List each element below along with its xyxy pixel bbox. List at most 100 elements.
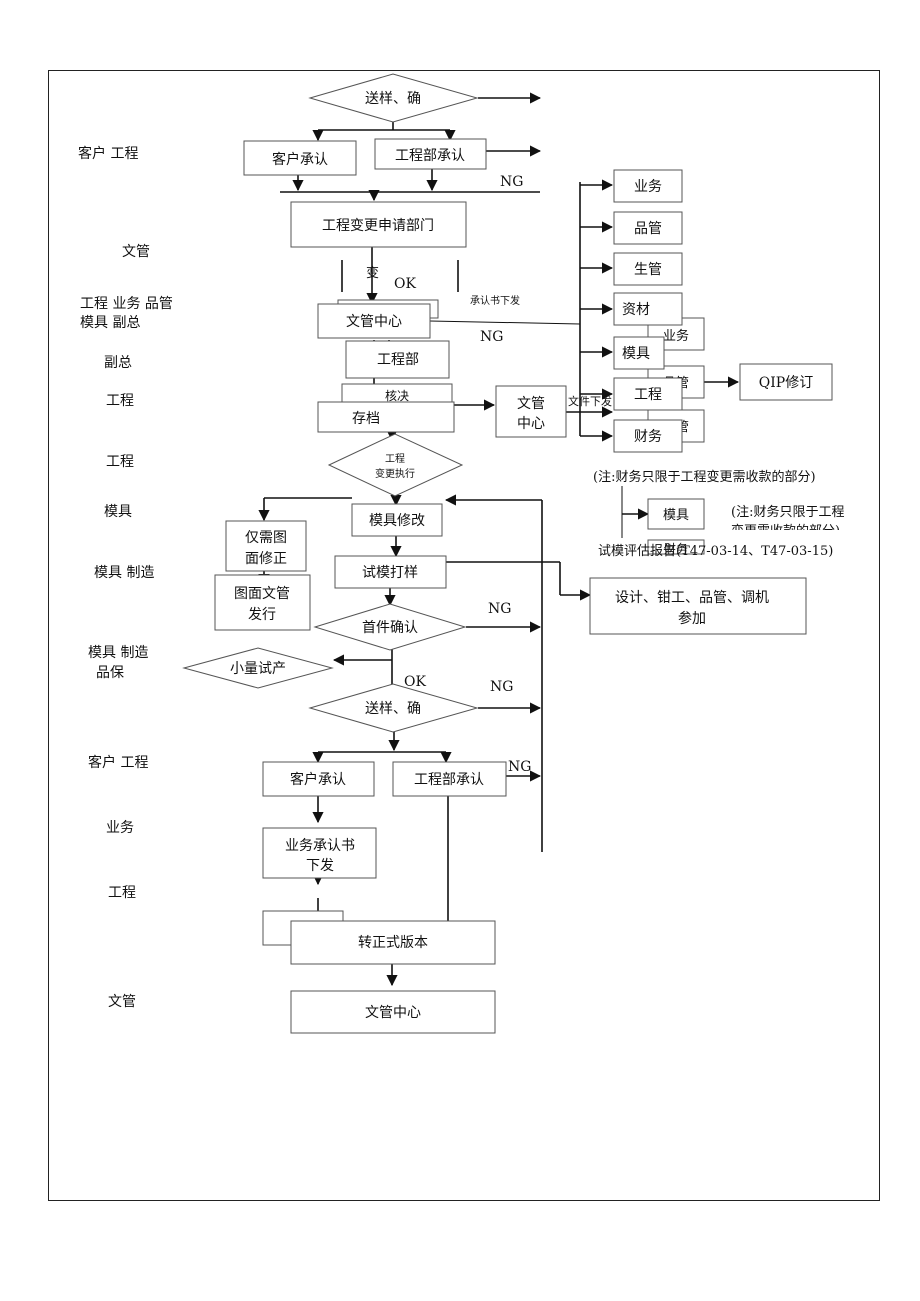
ng-label: NG (488, 601, 511, 617)
customer-approval-label: 客户承认 (290, 771, 346, 788)
eng-dept-approval-box (374, 138, 487, 170)
send-confirm-decision (308, 73, 479, 123)
drawing-release-box (214, 574, 311, 631)
ok-label: OK (394, 276, 416, 292)
doc-center-label: 文管中心 (346, 314, 402, 330)
customer-approval-box (243, 140, 357, 176)
ng-label: NG (508, 759, 531, 775)
ok-label: OK (404, 674, 426, 690)
doc-center-box (317, 303, 431, 339)
role-labels: 客户 工程 文管 工程 业务 品管 模具 副总 副总 工程 工程 模具 模具 制… (78, 145, 173, 1010)
page-frame (48, 70, 880, 1201)
trial-report-note: 试模评估报告(T47-03-14、T47-03-15) (598, 544, 833, 559)
role-label: 模具 (104, 504, 132, 520)
drawing-only-line2: 面修正 (245, 551, 287, 567)
doc-center-2-line2: 中心 (517, 416, 545, 432)
eng-change-exec-decision (327, 433, 464, 497)
dept-box (613, 377, 683, 411)
role-label: 副总 (104, 355, 132, 371)
role-label: 工程 (106, 393, 134, 409)
first-article-label: 首件确认 (362, 620, 418, 636)
finance-note: (注:财务只限于工程变更需收款的部分) (593, 469, 816, 485)
dept-label: 资材 (622, 302, 650, 318)
verify-label: 核决 (385, 389, 409, 403)
first-article-decision (313, 603, 467, 651)
qip-revision-box (739, 363, 833, 401)
eng-change-exec-line1: 工程 (385, 453, 405, 465)
send-confirm-label: 送样、确 (365, 701, 421, 717)
qip-revision-label: QIP修订 (759, 375, 813, 391)
role-label: 模具 制造 (94, 565, 154, 581)
role-label: 客户 工程 (88, 754, 148, 771)
customer-approval-box (262, 761, 375, 797)
trial-molding-box (334, 555, 447, 589)
dept-box (613, 169, 683, 203)
dept-box (613, 252, 683, 286)
change-hidden-label: 变 (366, 265, 379, 281)
eng-dept-approval-label: 工程部承认 (414, 772, 484, 788)
doc-center-final-label: 文管中心 (365, 1005, 421, 1021)
hidden-dept-label: 业务 (663, 328, 689, 344)
eng-dept-approval-box (392, 761, 507, 797)
hidden-dept-label: 财务 (664, 541, 688, 556)
eng-change-request-label: 工程变更申请部门 (322, 218, 434, 234)
dept-box (613, 211, 683, 245)
participants-line1: 设计、钳工、品管、调机 (615, 590, 769, 606)
mold-modify-label: 模具修改 (369, 513, 425, 529)
doc-center-2-line1: 文管 (517, 396, 545, 412)
departments: 业务 品管 生管 资材 模具 工程 财务 (613, 169, 683, 453)
file-issued-label: 文件下发 (568, 394, 612, 408)
small-trial-decision (182, 647, 334, 689)
role-label: 品保 (96, 665, 124, 681)
dept-box (613, 292, 683, 326)
approval-issued-label: 承认书下发 (470, 294, 520, 307)
eng-dept-label: 工程部 (377, 352, 419, 368)
send-confirm-label: 送样、确 (365, 91, 421, 107)
dept-label: 品管 (634, 221, 662, 237)
formal-version-label: 转正式版本 (358, 935, 428, 951)
participants-line2: 参加 (678, 610, 706, 627)
eng-change-exec-line2: 变更执行 (375, 467, 415, 480)
role-label: 工程 业务 品管 (80, 296, 173, 312)
small-trial-label: 小量试产 (230, 661, 286, 677)
trial-molding-label: 试模打样 (362, 564, 418, 581)
archive-label: 存档 (352, 411, 380, 427)
ng-label: NG (500, 174, 523, 190)
role-label: 客户 工程 (78, 145, 138, 162)
eng-dept-box (345, 340, 450, 379)
hidden-dept-box (647, 498, 705, 530)
doc-center-2-box (495, 385, 567, 438)
finance-note-dup: (注:财务只限于工程 (731, 504, 844, 520)
mold-modify-box (351, 503, 443, 537)
formal-version-box (290, 920, 496, 965)
role-label: 模具 副总 (80, 315, 140, 331)
drawing-only-box (225, 520, 307, 572)
archive-box (317, 401, 455, 433)
dept-label: 工程 (634, 387, 662, 403)
role-label: 文管 (122, 244, 150, 260)
dept-label: 生管 (634, 262, 662, 278)
dept-box (613, 419, 683, 453)
dept-box (613, 336, 665, 370)
hidden-dept-label: 模具 (663, 508, 689, 523)
participants-box (589, 577, 807, 635)
sales-approval-line2: 下发 (306, 858, 334, 874)
ng-label: NG (480, 329, 503, 345)
drawing-only-line1: 仅需图 (245, 530, 287, 546)
drawing-release-line1: 图面文管 (234, 586, 290, 602)
dept-label: 业务 (634, 179, 662, 195)
ng-label: NG (490, 679, 513, 695)
dept-label: 财务 (634, 429, 662, 445)
role-label: 工程 (106, 454, 134, 470)
role-label: 模具 制造 (88, 645, 148, 661)
role-label: 工程 (108, 885, 136, 901)
eng-dept-approval-label: 工程部承认 (395, 148, 465, 164)
dept-label: 模具 (622, 346, 650, 362)
drawing-release-line2: 发行 (248, 607, 276, 623)
hidden-dept-box (647, 539, 705, 555)
sales-approval-line1: 业务承认书 (285, 838, 355, 854)
doc-center-final-box (290, 990, 496, 1034)
customer-approval-label: 客户承认 (272, 151, 328, 168)
role-label: 文管 (108, 994, 136, 1010)
